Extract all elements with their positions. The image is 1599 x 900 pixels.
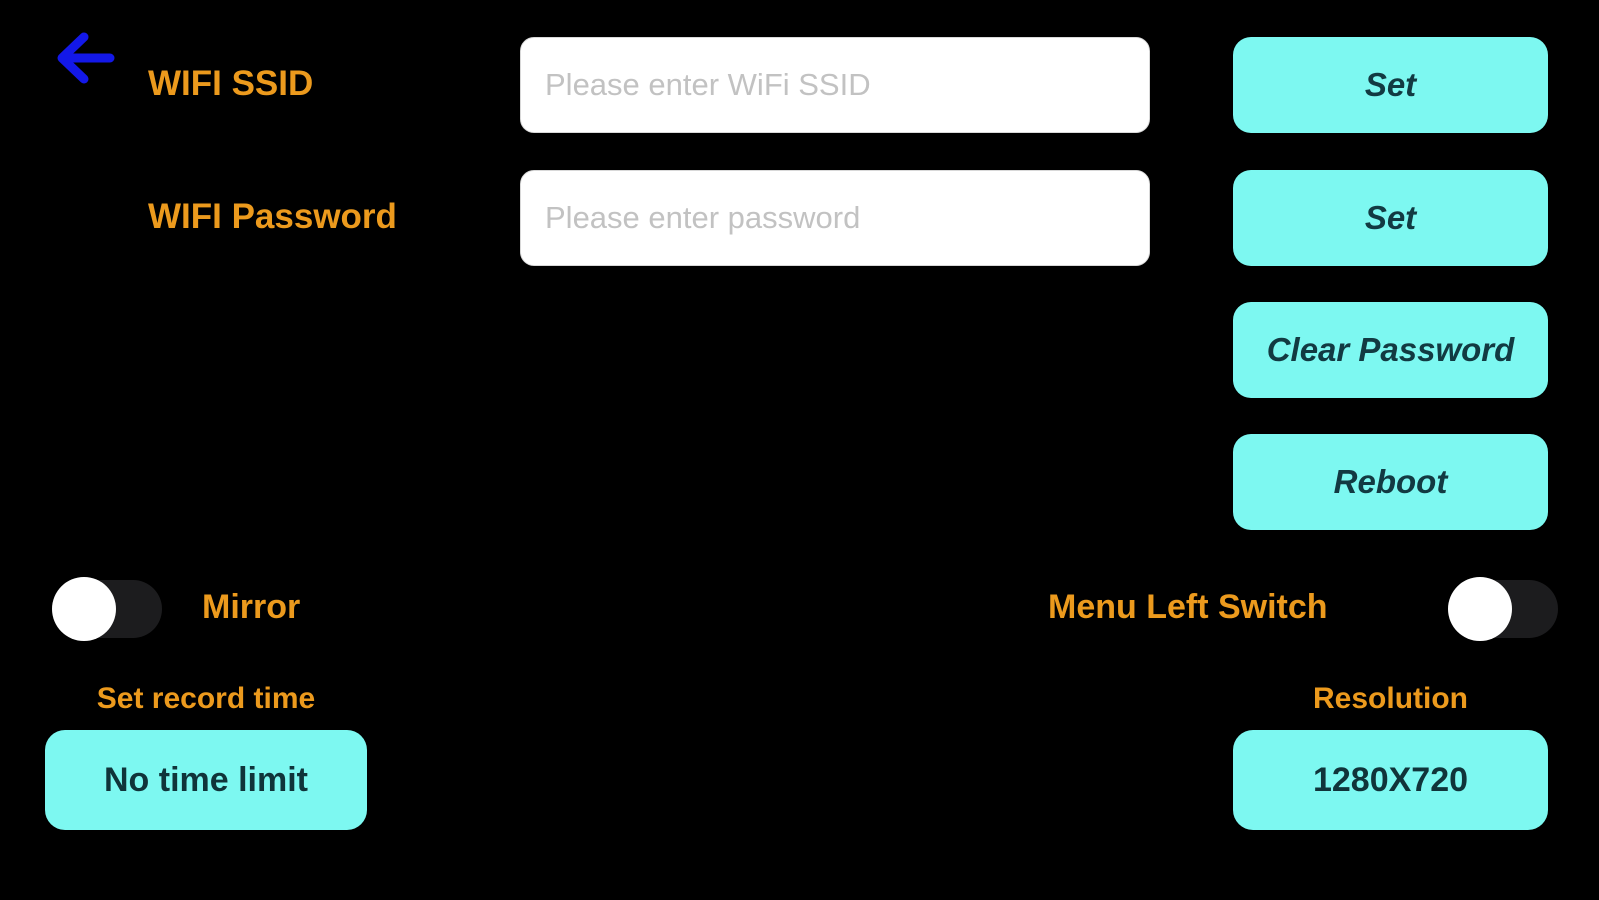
resolution-label: Resolution <box>1313 682 1468 715</box>
left-arrow-icon <box>57 32 115 84</box>
menu-left-switch-label: Menu Left Switch <box>1048 588 1328 626</box>
wifi-ssid-label: WIFI SSID <box>148 64 314 103</box>
set-record-time-label: Set record time <box>96 682 316 715</box>
wifi-ssid-set-button[interactable]: Set <box>1233 37 1548 133</box>
toggle-knob <box>52 577 116 641</box>
back-button[interactable] <box>52 28 116 88</box>
clear-password-button[interactable]: Clear Password <box>1233 302 1548 398</box>
mirror-label: Mirror <box>202 588 301 626</box>
wifi-password-label: WIFI Password <box>148 197 397 236</box>
mirror-toggle[interactable] <box>52 577 162 641</box>
resolution-button[interactable]: 1280X720 <box>1233 730 1548 830</box>
reboot-button[interactable]: Reboot <box>1233 434 1548 530</box>
wifi-password-input[interactable] <box>520 170 1150 266</box>
wifi-password-set-button[interactable]: Set <box>1233 170 1548 266</box>
toggle-knob <box>1448 577 1512 641</box>
menu-left-switch-toggle[interactable] <box>1448 577 1558 641</box>
wifi-ssid-input[interactable] <box>520 37 1150 133</box>
record-time-button[interactable]: No time limit <box>45 730 367 830</box>
